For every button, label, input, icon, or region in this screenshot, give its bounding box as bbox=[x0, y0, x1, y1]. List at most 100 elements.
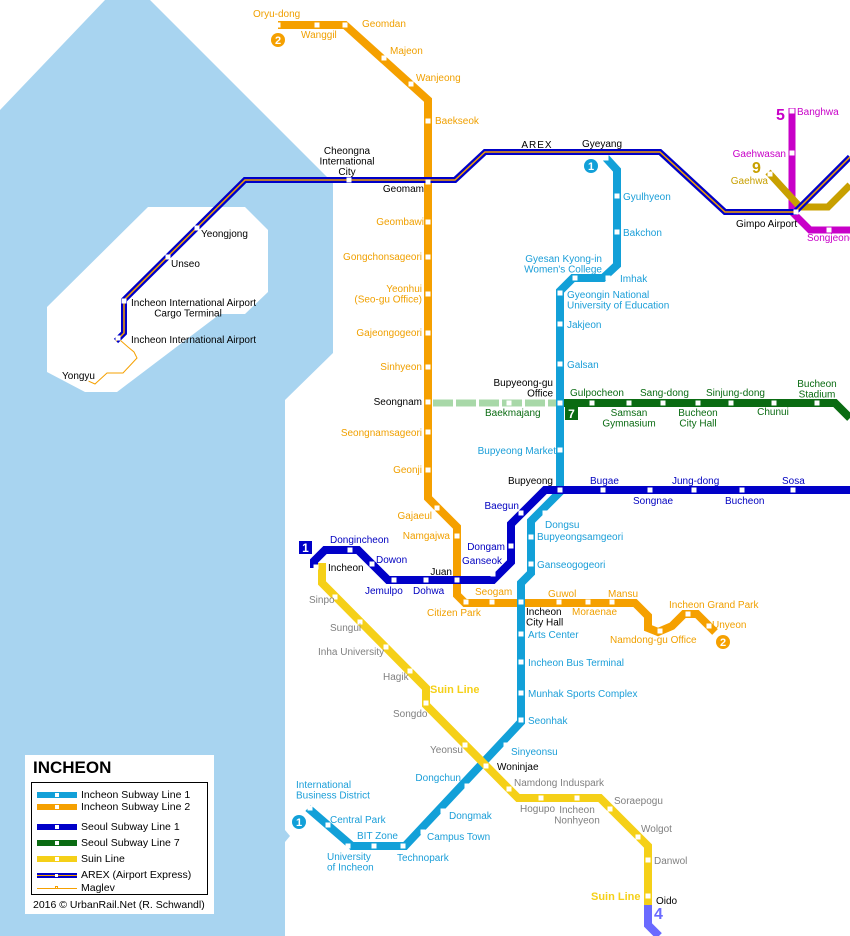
station-marker-munhak[interactable] bbox=[518, 690, 524, 696]
station-marker-hagik[interactable] bbox=[407, 668, 413, 674]
station-label-dongchun[interactable]: Dongchun bbox=[415, 773, 461, 784]
station-marker-dongsu[interactable] bbox=[542, 510, 548, 516]
station-label-sang-dong[interactable]: Sang-dong bbox=[640, 388, 689, 399]
station-label-bit-zone[interactable]: BIT Zone bbox=[357, 831, 398, 842]
station-marker-baekmajang[interactable] bbox=[506, 400, 512, 406]
station-label-wolgot[interactable]: Wolgot bbox=[641, 824, 672, 835]
station-marker-chunui[interactable] bbox=[771, 400, 777, 406]
station-marker-dongmak[interactable] bbox=[440, 808, 446, 814]
station-label-seongnam[interactable]: Seongnam bbox=[374, 397, 422, 408]
station-label-majeon[interactable]: Majeon bbox=[390, 46, 423, 57]
station-marker-unseo[interactable] bbox=[165, 254, 171, 260]
station-marker-namgajwa[interactable] bbox=[454, 533, 460, 539]
station-marker-gajeongogeori[interactable] bbox=[425, 330, 431, 336]
station-marker-bugae[interactable] bbox=[600, 487, 606, 493]
station-label-seonhak[interactable]: Seonhak bbox=[528, 716, 568, 727]
station-label-bupyeong[interactable]: Bupyeong bbox=[508, 476, 553, 487]
station-marker-yongyu[interactable] bbox=[83, 377, 89, 383]
station-label-oido[interactable]: Oido bbox=[656, 896, 678, 907]
station-label-gajaeul[interactable]: Gajaeul bbox=[398, 511, 432, 522]
station-label-unseo[interactable]: Unseo bbox=[171, 259, 200, 270]
station-label-bupyeongsamgeori[interactable]: Bupyeongsamgeori bbox=[537, 532, 623, 543]
station-marker-songjeong[interactable] bbox=[826, 227, 832, 233]
station-marker-bupyeong-gu-office[interactable] bbox=[557, 400, 563, 406]
station-label-dohwa[interactable]: Dohwa bbox=[413, 586, 445, 597]
station-label-danwol[interactable]: Danwol bbox=[654, 856, 687, 867]
station-label-sinyeonsu[interactable]: Sinyeonsu bbox=[511, 747, 558, 758]
station-label-namdong-gu-office[interactable]: Namdong-gu Office bbox=[610, 635, 697, 646]
station-label-namdong-induspark[interactable]: Namdong Induspark bbox=[514, 778, 605, 789]
station-label-bakchon[interactable]: Bakchon bbox=[623, 228, 662, 239]
station-marker-geomam[interactable] bbox=[425, 179, 431, 185]
station-marker-airport[interactable] bbox=[115, 335, 121, 341]
station-label-geonji[interactable]: Geonji bbox=[393, 465, 422, 476]
station-marker-sinhyeon[interactable] bbox=[425, 364, 431, 370]
station-marker-gaehwasan[interactable] bbox=[789, 150, 795, 156]
station-marker-banghwa[interactable] bbox=[789, 108, 795, 114]
station-label-baekmajang[interactable]: Baekmajang bbox=[485, 408, 541, 419]
station-marker-oido[interactable] bbox=[645, 893, 651, 899]
station-label-bucheon[interactable]: Bucheon bbox=[725, 496, 764, 507]
station-marker-oryu-dong[interactable] bbox=[275, 22, 281, 28]
station-label-incheon-grand-park[interactable]: Incheon Grand Park bbox=[669, 600, 759, 611]
station-label-sosa[interactable]: Sosa bbox=[782, 476, 805, 487]
station-label-inha-univ[interactable]: Inha University bbox=[318, 647, 384, 658]
station-marker-sinpo[interactable] bbox=[332, 594, 338, 600]
station-label-ganseok[interactable]: Ganseok bbox=[462, 556, 503, 567]
station-marker-incheon-city-hall[interactable] bbox=[518, 599, 524, 605]
station-marker-geomdan[interactable] bbox=[342, 22, 348, 28]
station-label-juan[interactable]: Juan bbox=[430, 567, 452, 578]
station-label-sinpo[interactable]: Sinpo bbox=[309, 595, 335, 606]
station-marker-samsan[interactable] bbox=[626, 400, 632, 406]
station-marker-bit-zone[interactable] bbox=[371, 843, 377, 849]
station-marker-seogam[interactable] bbox=[489, 599, 495, 605]
station-label-oryu-dong[interactable]: Oryu-dong bbox=[253, 9, 300, 20]
station-label-technopark[interactable]: Technopark bbox=[397, 853, 450, 864]
station-marker-sosa[interactable] bbox=[790, 487, 796, 493]
station-label-dongincheon[interactable]: Dongincheon bbox=[330, 535, 389, 546]
station-label-mansu[interactable]: Mansu bbox=[608, 589, 638, 600]
station-marker-wolgot[interactable] bbox=[635, 834, 641, 840]
station-marker-seongnam[interactable] bbox=[425, 399, 431, 405]
station-label-gulpocheon[interactable]: Gulpocheon bbox=[570, 388, 624, 399]
station-label-baekseok[interactable]: Baekseok bbox=[435, 116, 480, 127]
station-label-woninjae[interactable]: Woninjae bbox=[497, 762, 539, 773]
station-label-wanjeong[interactable]: Wanjeong bbox=[416, 73, 461, 84]
station-label-munhak[interactable]: Munhak Sports Complex bbox=[528, 689, 638, 700]
station-marker-namdong-gu-office[interactable] bbox=[657, 628, 663, 634]
station-marker-galsan[interactable] bbox=[557, 361, 563, 367]
station-label-baegun[interactable]: Baegun bbox=[485, 501, 519, 512]
station-label-seongnamsageori[interactable]: Seongnamsageori bbox=[341, 428, 422, 439]
station-label-incheon-bus-terminal[interactable]: Incheon Bus Terminal bbox=[528, 658, 624, 669]
station-marker-sungui[interactable] bbox=[357, 619, 363, 625]
station-marker-arts-center[interactable] bbox=[518, 631, 524, 637]
station-label-jemulpo[interactable]: Jemulpo bbox=[365, 586, 403, 597]
station-marker-baekseok[interactable] bbox=[425, 118, 431, 124]
station-label-jakjeon[interactable]: Jakjeon bbox=[567, 320, 601, 331]
station-label-soraepogu[interactable]: Soraepogu bbox=[614, 796, 663, 807]
station-label-gajeongogeori[interactable]: Gajeongogeori bbox=[356, 328, 422, 339]
station-label-hogupo[interactable]: Hogupo bbox=[520, 804, 555, 815]
station-label-ganseogogeori[interactable]: Ganseogogeori bbox=[537, 560, 605, 571]
station-marker-seongnamsageori[interactable] bbox=[425, 429, 431, 435]
station-label-guwol[interactable]: Guwol bbox=[548, 589, 576, 600]
station-marker-sang-dong[interactable] bbox=[660, 400, 666, 406]
station-marker-namdong-induspark[interactable] bbox=[506, 786, 512, 792]
station-label-moraenae[interactable]: Moraenae bbox=[572, 607, 617, 618]
station-marker-wanjeong[interactable] bbox=[408, 81, 414, 87]
station-marker-gyulhyeon[interactable] bbox=[614, 193, 620, 199]
station-marker-majeon[interactable] bbox=[381, 55, 387, 61]
station-marker-inha-univ[interactable] bbox=[383, 644, 389, 650]
station-label-sinhyeon[interactable]: Sinhyeon bbox=[380, 362, 422, 373]
station-label-unyeon[interactable]: Unyeon bbox=[712, 620, 746, 631]
station-label-songnae[interactable]: Songnae bbox=[633, 496, 673, 507]
station-marker-citizen-park[interactable] bbox=[463, 599, 469, 605]
station-label-sinjung-dong[interactable]: Sinjung-dong bbox=[706, 388, 765, 399]
station-label-arts-center[interactable]: Arts Center bbox=[528, 630, 579, 641]
